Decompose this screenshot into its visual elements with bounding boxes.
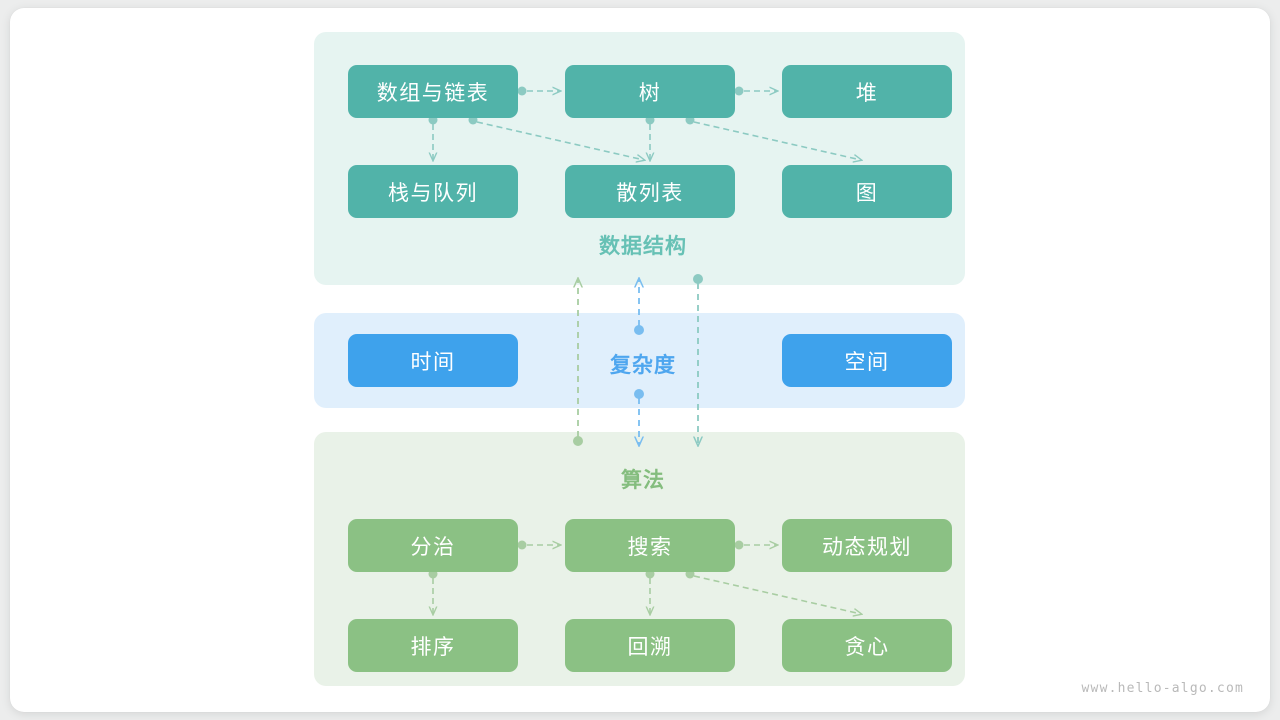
node-label: 树 [638, 81, 662, 105]
watermark-url: www.hello-algo.com [1081, 681, 1244, 696]
diagram-card: 数组与链表 树 堆 栈与队列 散列表 图 数据结构 时间 空间 复杂度 [10, 8, 1270, 712]
node-graph[interactable]: 图 [782, 165, 952, 218]
node-dynamic-programming[interactable]: 动态规划 [782, 519, 952, 572]
node-label: 搜索 [627, 535, 673, 559]
node-search[interactable]: 搜索 [565, 519, 735, 572]
node-label: 栈与队列 [388, 181, 478, 205]
node-label: 排序 [410, 635, 456, 659]
node-array-linkedlist[interactable]: 数组与链表 [348, 65, 518, 118]
node-tree[interactable]: 树 [565, 65, 735, 118]
node-label: 空间 [844, 350, 890, 374]
node-space-complexity[interactable]: 空间 [782, 334, 952, 387]
node-hash-table[interactable]: 散列表 [565, 165, 735, 218]
node-sorting[interactable]: 排序 [348, 619, 518, 672]
node-label: 回溯 [627, 635, 673, 659]
section-title-algorithm: 算法 [621, 469, 665, 492]
node-label: 数组与链表 [376, 81, 490, 105]
node-label: 图 [855, 181, 879, 205]
node-label: 分治 [410, 535, 456, 559]
node-divide-conquer[interactable]: 分治 [348, 519, 518, 572]
panel-algorithm: 算法 分治 搜索 动态规划 排序 回溯 贪心 [314, 432, 965, 686]
panel-complexity: 时间 空间 复杂度 [314, 313, 965, 408]
panel-data-structure: 数组与链表 树 堆 栈与队列 散列表 图 数据结构 [314, 32, 965, 285]
node-heap[interactable]: 堆 [782, 65, 952, 118]
section-title-complexity: 复杂度 [610, 354, 676, 377]
section-title-data-structure: 数据结构 [599, 235, 687, 258]
node-label: 时间 [410, 350, 456, 374]
node-label: 散列表 [616, 181, 684, 205]
node-label: 动态规划 [822, 535, 912, 559]
node-label: 贪心 [844, 635, 890, 659]
node-time-complexity[interactable]: 时间 [348, 334, 518, 387]
node-greedy[interactable]: 贪心 [782, 619, 952, 672]
node-backtracking[interactable]: 回溯 [565, 619, 735, 672]
node-stack-queue[interactable]: 栈与队列 [348, 165, 518, 218]
node-label: 堆 [855, 81, 879, 105]
